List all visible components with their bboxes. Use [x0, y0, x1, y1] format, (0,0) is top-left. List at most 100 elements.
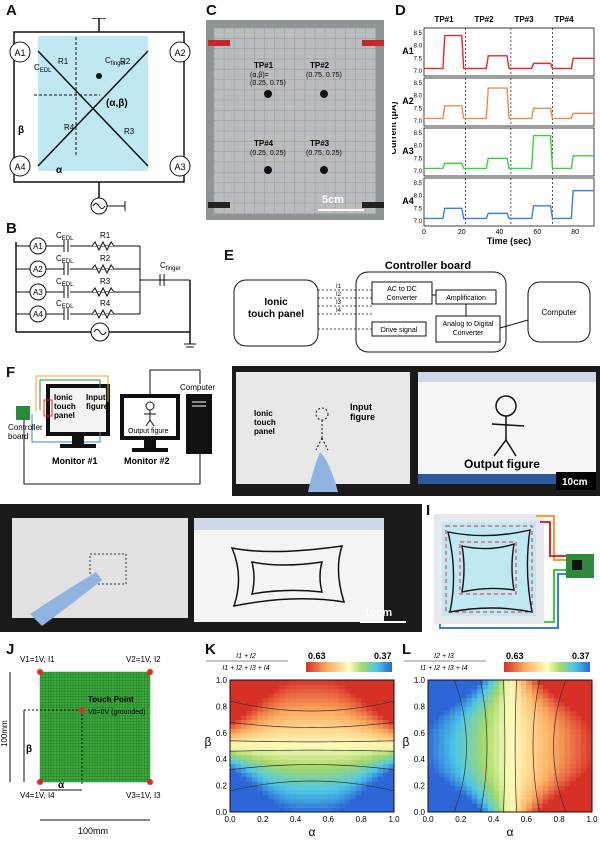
cedl-b-4: CEDL — [56, 299, 74, 310]
label-r3: R3 — [124, 127, 135, 136]
tp1-label: TP#1 — [254, 61, 274, 70]
formula-numerator: I1 + I2 — [236, 653, 256, 660]
x-axis-label: α — [309, 825, 316, 839]
ytick: 0.8 — [414, 702, 426, 711]
xtick: 1.0 — [388, 815, 400, 824]
r-b-2: R2 — [100, 254, 111, 263]
label-r2: R2 — [120, 57, 131, 66]
ytick: 8.0 — [414, 144, 423, 150]
ytick: 0.4 — [216, 755, 228, 764]
xtick: 0.2 — [257, 815, 269, 824]
r-b-1: R1 — [100, 232, 111, 240]
dim-vertical: 100mm — [0, 720, 9, 747]
label-cfinger-a: Cfinger — [105, 56, 126, 67]
colorbar-min: 0.37 — [572, 651, 590, 661]
row-label-3: A3 — [402, 146, 414, 156]
xtick: 0.6 — [323, 815, 335, 824]
formula-denominator: I1 + I2 + I3 + I4 — [222, 665, 269, 672]
v3-label: V3=1V, I3 — [126, 791, 161, 800]
xtick: 0.0 — [224, 815, 236, 824]
ytick: 0.4 — [414, 755, 426, 764]
ammeter-a1: A1 — [9, 41, 31, 63]
formula-denominator: I1 + I2 + I3 + I4 — [420, 665, 467, 672]
colorbar — [504, 662, 590, 672]
y-axis-label: β — [205, 735, 212, 749]
xtick: 80 — [571, 229, 579, 236]
y-axis-label: β — [403, 735, 410, 749]
v1-label: V1=1V, I1 — [20, 655, 55, 664]
ytick: 7.5 — [414, 106, 423, 112]
ytick: 0.6 — [216, 729, 228, 738]
beta-label-j: β — [26, 744, 32, 755]
xtick: 0.4 — [488, 815, 500, 824]
svg-text:A2: A2 — [174, 48, 185, 58]
v0-label: V0=0V (grounded) — [88, 709, 145, 716]
svg-text:A1: A1 — [14, 48, 25, 58]
panel-h-photo: 10cm — [0, 504, 422, 632]
panel-c-photo: TP#1 (α,β)= (0.25, 0.75) TP#2 (0.75, 0.7… — [206, 20, 384, 220]
monitor2-label: Monitor #2 — [124, 456, 170, 466]
label-cedl-a: CEDL — [34, 63, 52, 74]
ytick: 0.2 — [216, 782, 228, 791]
ytick: 8.0 — [414, 94, 423, 100]
heatmap-cells — [230, 680, 395, 813]
xtick: 0.6 — [521, 815, 533, 824]
ytick: 0.2 — [414, 782, 426, 791]
controller-board-title: Controller board — [385, 260, 471, 272]
label-alphabeta: (α,β) — [106, 98, 128, 109]
svg-text:A4: A4 — [14, 162, 25, 172]
ammeter-b-1: A1 — [29, 237, 47, 255]
tp-header-1: TP#1 — [434, 15, 454, 24]
xtick: 40 — [496, 229, 504, 236]
panel-letter-k: K — [205, 641, 216, 658]
ytick: 8.0 — [414, 44, 423, 50]
tp-header-4: TP#4 — [554, 15, 574, 24]
y-axis-label: Current (μA) — [392, 101, 398, 154]
xtick: 0.4 — [290, 815, 302, 824]
ammeter-a2: A2 — [169, 41, 191, 63]
ytick: 7.0 — [414, 169, 423, 175]
colorbar-max: 0.63 — [308, 651, 326, 661]
ytick: 7.0 — [414, 69, 423, 75]
ytick: 0.6 — [414, 729, 426, 738]
ytick: 1.0 — [414, 676, 426, 685]
xtick: 60 — [533, 229, 541, 236]
amplification-block: Amplification — [446, 295, 486, 302]
series-line-A1 — [424, 34, 594, 70]
ytick: 8.5 — [414, 31, 423, 37]
computer-block: Computer — [541, 308, 576, 317]
monitor1-label: Monitor #1 — [52, 456, 98, 466]
label-r4: R4 — [64, 123, 75, 132]
xtick: 0 — [422, 229, 426, 236]
panel-i-drawing — [434, 514, 594, 629]
ytick: 8.5 — [414, 131, 423, 137]
panel-letter-f: F — [6, 364, 16, 381]
panel-a-circuit: A1 A2 A3 A4 R1 R2 R3 R4 CEDL Cfinger (α,… — [9, 18, 191, 215]
v2-label: V2=1V, I2 — [126, 655, 161, 664]
r-b-4: R4 — [100, 299, 111, 308]
panel-letter-l: L — [402, 641, 412, 658]
svg-text:A3: A3 — [174, 162, 185, 172]
ammeter-b-3: A3 — [29, 283, 47, 301]
ytick: 7.0 — [414, 219, 423, 225]
svg-text:A3: A3 — [33, 288, 43, 297]
cedl-b-2: CEDL — [56, 254, 74, 265]
touch-point-label: Touch Point — [88, 695, 134, 704]
output-figure-label-f: Output figure — [128, 428, 169, 435]
cedl-b-3: CEDL — [56, 277, 74, 288]
svg-text:I4: I4 — [336, 308, 342, 314]
tp2-coord: (0.75, 0.75) — [306, 72, 342, 79]
tp-header-2: TP#2 — [474, 15, 494, 24]
ytick: 7.5 — [414, 56, 423, 62]
x-axis-label: α — [507, 825, 514, 839]
scale-bar-h: 10cm — [364, 607, 392, 619]
